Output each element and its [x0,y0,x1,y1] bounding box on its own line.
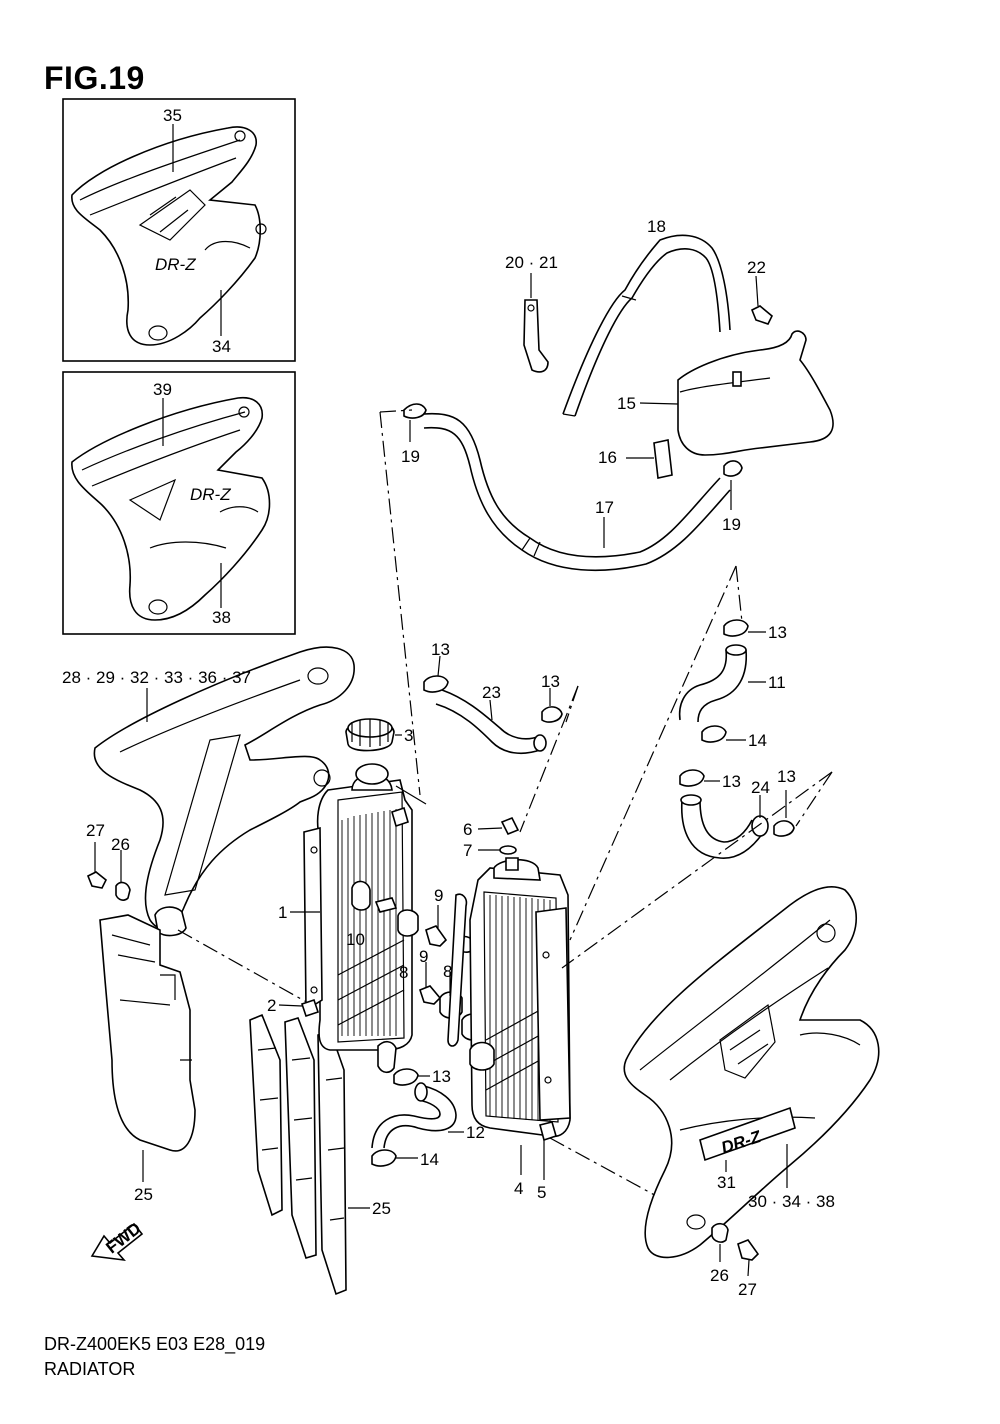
part-label-5: 5 [537,1183,546,1202]
part-label-1: 1 [278,903,287,922]
figure-title: FIG.19 [44,60,145,96]
part-label-14b: 14 [420,1150,439,1169]
part-label-26b: 26 [710,1266,729,1285]
part-label-39: 39 [153,380,172,399]
part-label-18: 18 [647,217,666,236]
shroud-badge-text: DR-Z [155,255,196,274]
part-label-10a: 10 [346,930,365,949]
inset-shroud-34-35: DR-Z 35 34 [62,98,296,362]
hose-12-assembly: 13 12 14 [371,1067,485,1169]
radiator-guard-left: 25 [99,914,196,1204]
part-label-12: 12 [466,1123,485,1142]
part-label-26a: 26 [111,835,130,854]
fastener-right: 26 27 [710,1222,760,1299]
part-label-8b: 8 [443,962,452,981]
part-label-31: 31 [717,1173,736,1192]
part-label-27b: 27 [738,1280,757,1299]
section-name: RADIATOR [44,1359,136,1379]
part-label-9a: 9 [434,886,443,905]
part-label-23: 23 [482,683,501,702]
inset-shroud-38-39: DR-Z 39 38 [62,371,296,635]
part-label-13d: 13 [722,772,741,791]
model-code: DR-Z400EK5 E03 E28_019 [44,1334,266,1354]
shroud-bracket-28-37: 28 · 29 · 32 · 33 · 36 · 37 [62,646,355,1005]
hose-24-assembly: 13 24 13 [561,767,833,969]
fastener-left: 27 26 [86,821,131,901]
part-label-30-34-38: 30 · 34 · 38 [748,1192,835,1211]
part-label-22: 22 [747,258,766,277]
radiator-cap: 3 [345,718,413,752]
radiator-left: 1 [278,763,427,1074]
part-label-34: 34 [212,337,231,356]
hose-11-assembly: 13 11 14 [569,565,787,941]
radiator-guard-center: 25 [249,1013,391,1296]
part-label-35: 35 [163,106,182,125]
part-label-38: 38 [212,608,231,627]
fwd-arrow-label: FWD [102,1219,144,1258]
part-label-13c: 13 [768,623,787,642]
radiator-shroud-right: DR-Z 31 30 · 34 · 38 [623,886,880,1259]
part-label-2: 2 [267,996,276,1015]
shroud-badge-text-2: DR-Z [190,485,231,504]
part-label-9b: 9 [419,947,428,966]
part-label-17: 17 [595,498,614,517]
radiator-left-fins [341,809,397,1036]
radiator-right: 6 7 4 5 [447,816,661,1202]
part-label-7: 7 [463,841,472,860]
part-label-28-37: 28 · 29 · 32 · 33 · 36 · 37 [62,668,251,687]
part-label-25b: 25 [372,1199,391,1218]
part-label-14a: 14 [748,731,767,750]
part-label-8a: 8 [399,963,408,982]
part-label-27a: 27 [86,821,105,840]
part-label-19b: 19 [722,515,741,534]
part-label-16: 16 [598,448,617,467]
part-label-4: 4 [514,1179,523,1198]
part-label-19a: 19 [401,447,420,466]
part-label-24: 24 [751,778,770,797]
part-label-20-21: 20 · 21 [505,253,558,272]
part-label-6: 6 [463,820,472,839]
part-label-3: 3 [404,726,413,745]
part-label-13a: 13 [431,640,450,659]
part-label-25a: 25 [134,1185,153,1204]
part-label-13f: 13 [432,1067,451,1086]
part-label-13b: 13 [541,672,560,691]
part-label-13e: 13 [777,767,796,786]
part-label-11: 11 [768,673,786,692]
reservoir-assembly: 18 20 · 21 22 15 16 19 19 17 [379,217,834,796]
fwd-arrow-icon: FWD [90,1219,145,1262]
part-label-15: 15 [617,394,636,413]
hose-23-assembly: 13 13 23 [423,640,579,833]
